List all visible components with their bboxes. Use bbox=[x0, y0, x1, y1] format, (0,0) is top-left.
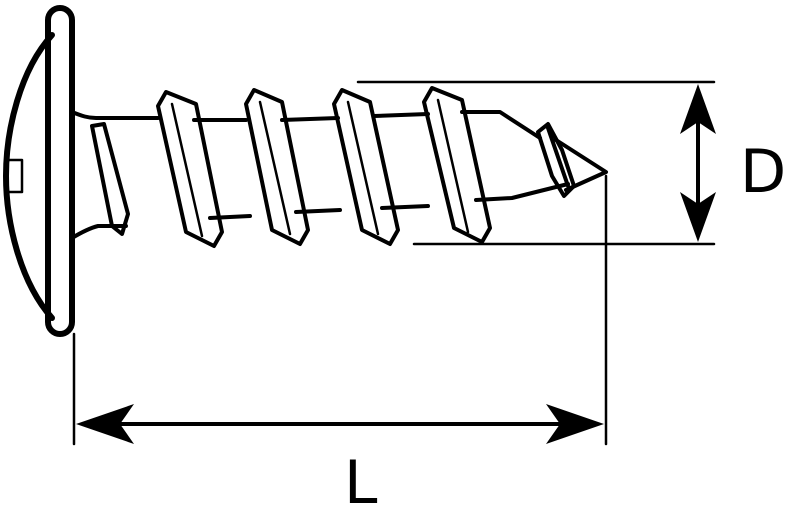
head-dome bbox=[3, 32, 55, 321]
screw-head bbox=[3, 5, 75, 337]
dimension-l: L bbox=[72, 174, 608, 518]
thread-lines bbox=[170, 98, 470, 238]
shank-bottom-edge bbox=[70, 182, 570, 240]
screw-tip bbox=[546, 126, 608, 192]
l-arrow-left bbox=[76, 404, 134, 444]
thread-1 bbox=[90, 122, 130, 236]
dimension-d: D bbox=[356, 80, 786, 246]
shank-top-edge bbox=[70, 110, 542, 140]
d-arrow-bottom bbox=[680, 192, 716, 242]
thread-2 bbox=[156, 90, 224, 248]
screw-shank bbox=[70, 86, 608, 248]
d-arrow-top bbox=[680, 84, 716, 134]
thread-4 bbox=[332, 88, 400, 246]
head-flange bbox=[45, 5, 75, 337]
thread-3 bbox=[244, 88, 310, 246]
d-label: D bbox=[740, 137, 786, 207]
thread-5 bbox=[422, 86, 492, 244]
l-arrow-right bbox=[546, 404, 604, 444]
l-label: L bbox=[344, 448, 378, 518]
head-slot bbox=[4, 158, 24, 194]
